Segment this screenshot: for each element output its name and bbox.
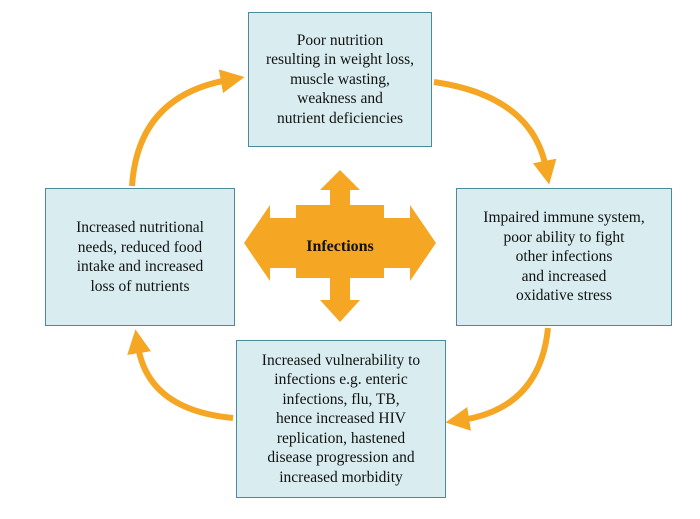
arrow-left-to-top <box>129 69 245 187</box>
box-increased-vulnerability: Increased vulnerability to infections e.… <box>236 340 446 498</box>
arrow-right-to-bottom <box>445 327 551 431</box>
box-line: weakness and <box>297 90 383 108</box>
box-line: intake and increased <box>76 258 204 275</box>
box-line: infections, flu, TB, <box>282 390 400 408</box>
box-impaired-immune-system: Impaired immune system, poor ability to … <box>456 188 672 326</box>
box-increased-nutritional-needs: Increased nutritional needs, reduced foo… <box>45 188 235 326</box>
box-line: infections e.g. enteric <box>274 371 408 389</box>
box-line: loss of nutrients <box>90 277 190 295</box>
box-line: oxidative stress <box>516 287 612 305</box>
box-line: resulting in weight loss, <box>265 51 415 69</box>
box-line: disease progression and <box>267 449 415 467</box>
box-line: muscle wasting, <box>290 70 390 88</box>
box-line: and increased <box>521 267 607 285</box>
box-line: Increased vulnerability to <box>261 351 421 369</box>
box-line: poor ability to fight <box>503 228 625 246</box>
box-line: Increased nutritional <box>76 219 204 236</box>
box-line: Impaired immune system, <box>483 209 645 227</box>
arrow-bottom-to-left <box>127 329 234 421</box>
box-line: other infections <box>515 248 613 266</box>
box-line: increased morbidity <box>279 468 403 486</box>
arrow-top-to-right <box>433 79 557 185</box>
box-line: Poor nutrition <box>296 31 384 49</box>
four-way-arrow-icon <box>244 170 436 322</box>
center-label-infections: Infections <box>306 238 374 255</box>
box-line: hence increased HIV <box>276 410 406 428</box>
box-line: needs, reduced food <box>77 238 203 256</box>
box-line: replication, hastened <box>276 429 406 447</box>
box-line: nutrient deficiencies <box>276 109 404 127</box>
box-poor-nutrition: Poor nutrition resulting in weight loss,… <box>248 12 432 147</box>
